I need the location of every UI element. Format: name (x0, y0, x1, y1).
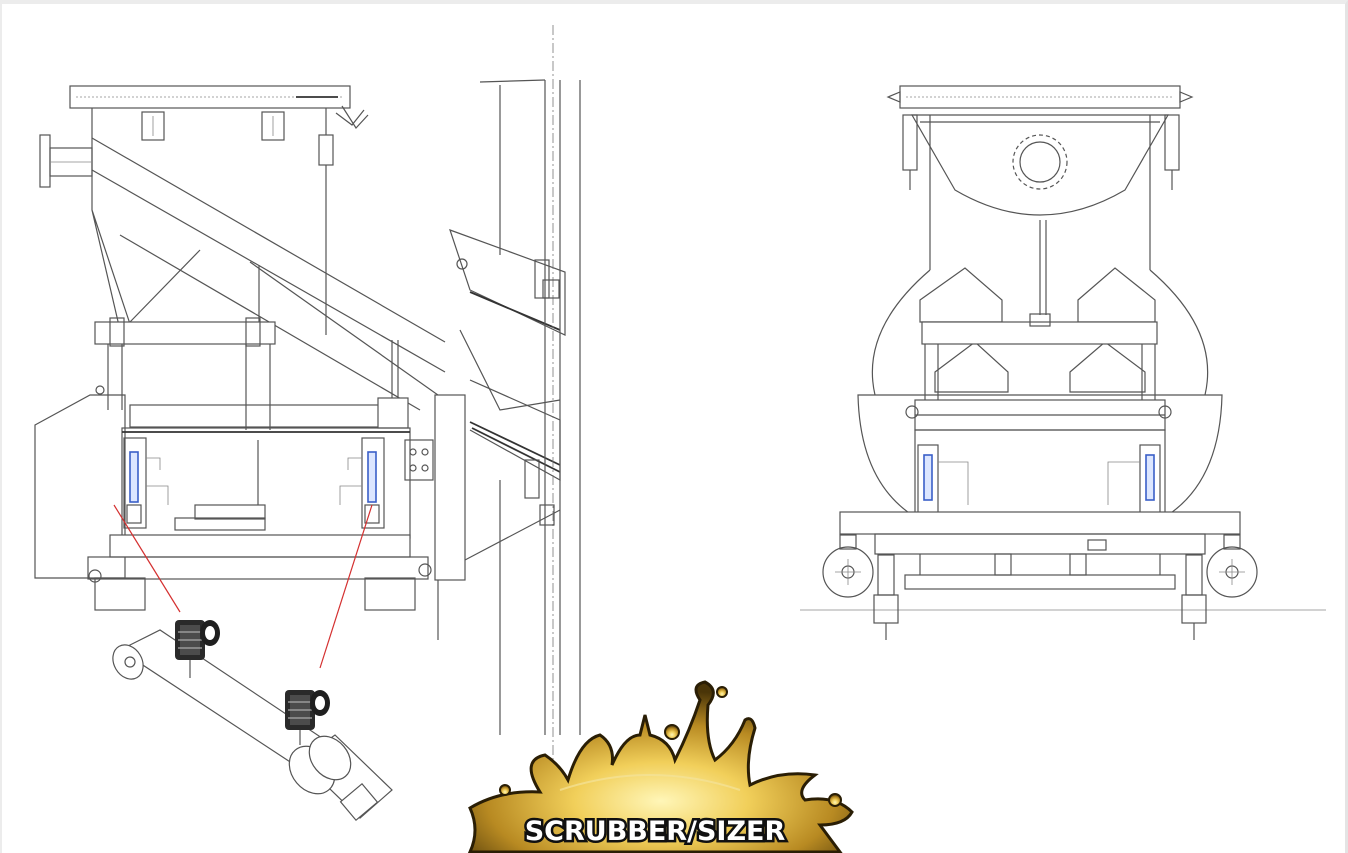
front-jack-left (873, 554, 899, 640)
side-base-frame (87, 427, 432, 611)
hydraulic-cylinder-callout (112, 504, 393, 822)
side-lug-right (261, 111, 285, 141)
front-drum-right-arc (1149, 269, 1209, 396)
side-lug-left (141, 111, 165, 141)
front-deflector-left (919, 267, 1003, 323)
splash-badge: SCRUBBER/SIZER (467, 680, 854, 853)
side-sight-glass-right (339, 437, 385, 529)
callout-pointer-right (319, 504, 373, 669)
front-upper-crossbeam (921, 321, 1158, 345)
side-feed-box (91, 108, 133, 331)
side-mounting-bracket (404, 394, 561, 640)
front-sight-glass-right (1107, 444, 1161, 516)
side-support-column (479, 25, 581, 760)
side-sight-glass-left (123, 437, 169, 529)
side-top-rail (69, 85, 369, 129)
front-base-frame (800, 511, 1326, 611)
front-wheel-right (1206, 534, 1258, 598)
side-inclined-chute (91, 137, 566, 482)
front-hopper (902, 114, 1180, 315)
side-hanger-turnbuckle (318, 134, 334, 166)
side-elevation-view (34, 25, 581, 760)
side-inlet-flange (39, 134, 93, 188)
front-deflector-right (1077, 267, 1156, 323)
front-sight-glass-left (917, 444, 969, 516)
side-mid-beam (129, 404, 406, 428)
callout-pointer-left (113, 504, 181, 613)
front-wheel-left (822, 534, 874, 598)
cylinder-fitting-right (285, 690, 330, 745)
front-top-rail (886, 85, 1194, 109)
product-label: SCRUBBER/SIZER (525, 816, 786, 847)
side-motor-housing (34, 394, 126, 579)
cylinder-fitting-left (175, 620, 220, 678)
cylinder-barrel (112, 629, 393, 822)
front-jack-right (1181, 554, 1207, 640)
front-elevation-view (800, 85, 1326, 640)
side-upper-crossbeam (94, 265, 276, 430)
front-inner-frame (914, 429, 1166, 521)
front-drum-left-arc (871, 269, 931, 396)
